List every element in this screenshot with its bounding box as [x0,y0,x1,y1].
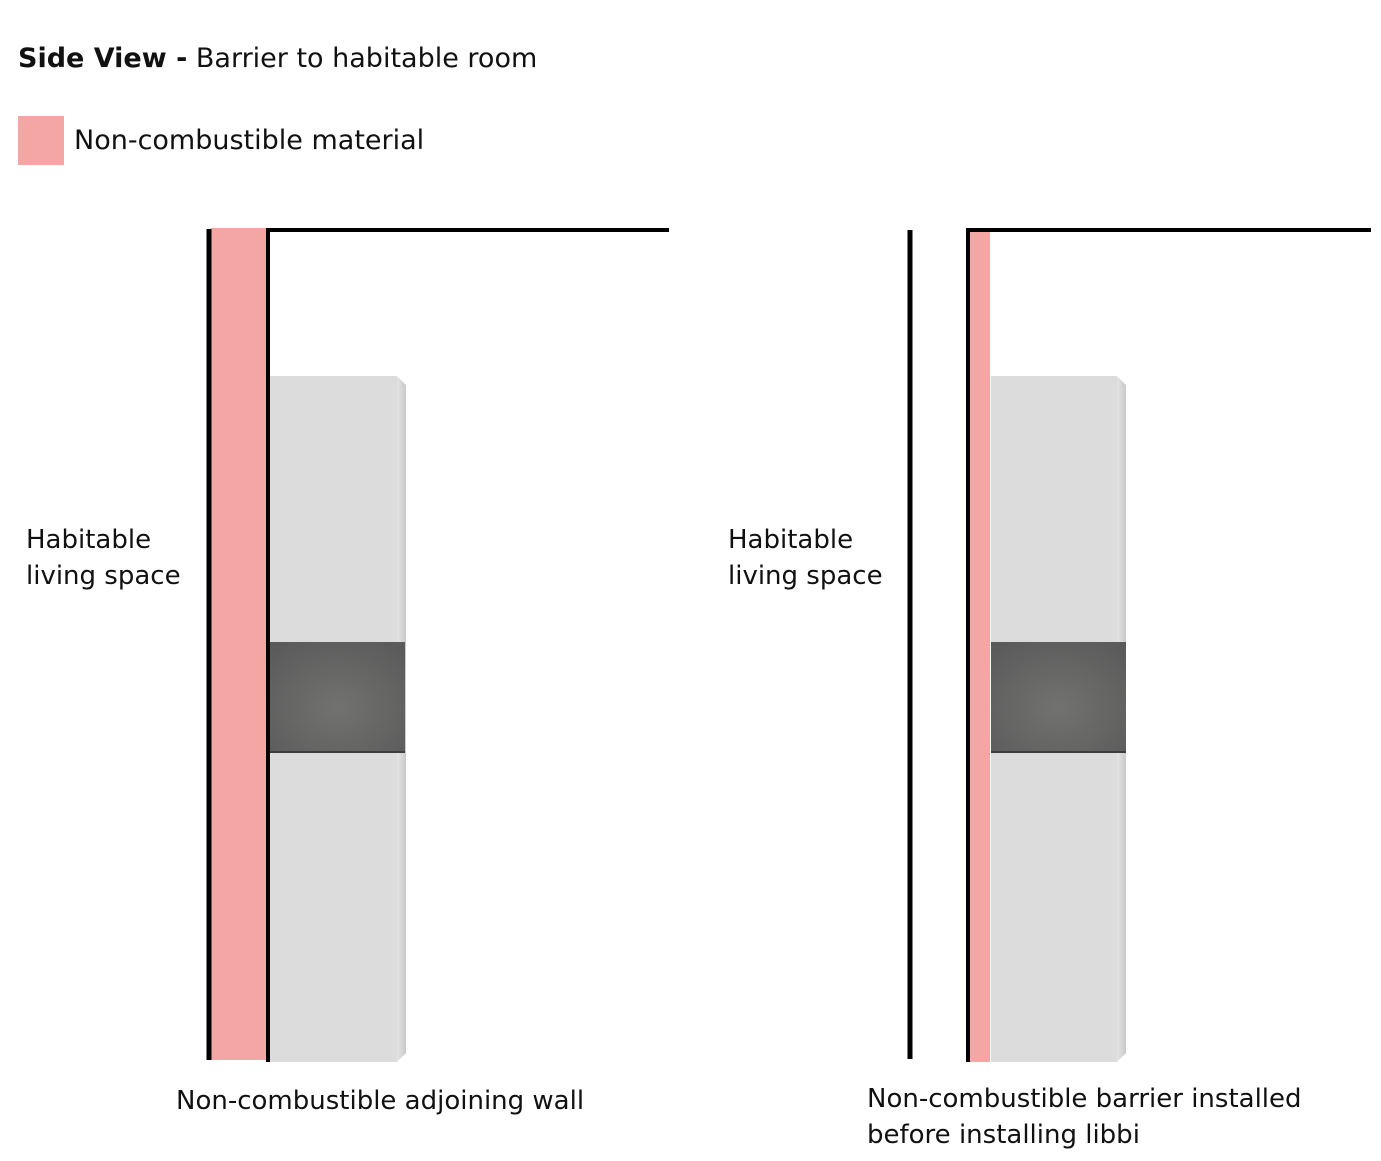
right-panel [907,228,1371,1062]
unit-band [991,642,1126,752]
non-combustible-wall [211,228,267,1060]
left-space-label-line1: Habitable [26,525,152,555]
right-caption-line2: before installing libbi [867,1120,1140,1150]
battery-unit [270,376,406,1062]
title-prefix: Side View - [18,43,188,74]
legend-swatch [18,116,64,165]
unit-bottom-section [270,752,397,1062]
battery-unit [991,376,1126,1062]
right-caption: Non-combustible barrier installed before… [867,1081,1302,1153]
legend: Non-combustible material [18,116,424,165]
unit-band [270,642,405,752]
non-combustible-barrier [970,228,990,1062]
unit-bottom-section [991,752,1117,1062]
unit-top-section [991,376,1117,642]
left-caption: Non-combustible adjoining wall [176,1086,585,1116]
right-caption-line1: Non-combustible barrier installed [867,1084,1302,1114]
left-space-label-line2: living space [26,561,181,591]
right-space-label: Habitable living space [728,522,883,594]
unit-top-section [270,376,397,642]
title-text: Barrier to habitable room [195,43,538,74]
diagram-title: Side View - Barrier to habitable room [18,40,537,78]
left-space-label: Habitable living space [26,522,181,594]
right-space-label-line1: Habitable [728,525,854,555]
legend-label: Non-combustible material [74,125,425,156]
right-space-label-line2: living space [728,561,883,591]
left-panel [206,228,669,1062]
